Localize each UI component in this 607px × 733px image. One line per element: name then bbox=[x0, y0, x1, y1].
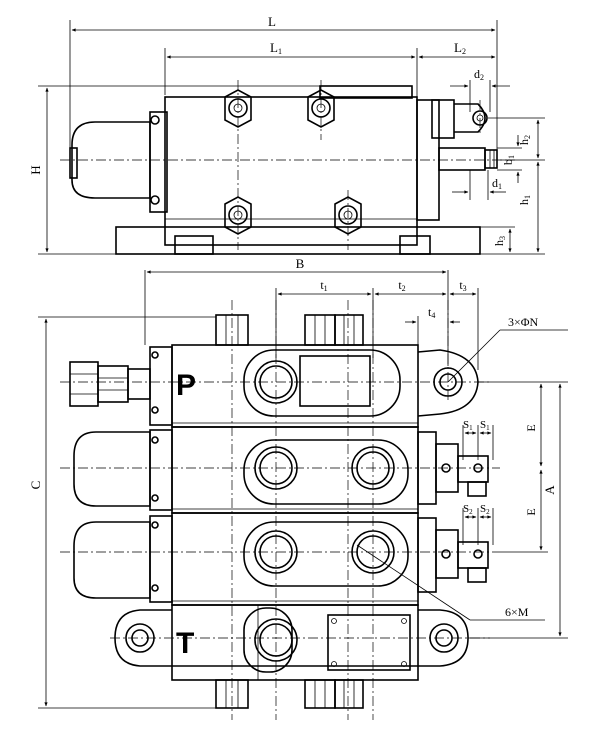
top-bolts bbox=[215, 314, 364, 346]
mount-flange bbox=[114, 609, 469, 667]
dim-B: B bbox=[296, 256, 305, 271]
cover-plate bbox=[327, 614, 411, 671]
p-inlet-fitting bbox=[69, 361, 151, 407]
dim-S1-right: S1 bbox=[480, 419, 490, 432]
dim-H: H bbox=[28, 165, 43, 174]
dim-d2: d2 bbox=[474, 67, 484, 82]
callout-mount-holes: 3×ΦN bbox=[508, 315, 539, 329]
dim-t1: t1 bbox=[320, 278, 327, 293]
dim-t2: t2 bbox=[398, 278, 405, 293]
dim-L2: L2 bbox=[454, 40, 466, 56]
side-end-cap bbox=[71, 121, 151, 199]
dim-t3: t3 bbox=[459, 278, 466, 293]
dim-L1: L1 bbox=[270, 40, 282, 56]
dim-b1: b1 bbox=[501, 155, 516, 165]
front-view: P T bbox=[60, 300, 500, 720]
dim-E-top: E bbox=[524, 424, 538, 431]
side-body bbox=[164, 96, 418, 246]
side-base-plate bbox=[115, 226, 481, 255]
dim-h2: h2 bbox=[517, 135, 532, 145]
port-label-p: P bbox=[176, 369, 196, 402]
dim-S2-right: S2 bbox=[480, 503, 490, 516]
dim-A: A bbox=[542, 485, 557, 495]
dome-cap-1 bbox=[73, 431, 151, 507]
dim-C: C bbox=[28, 481, 43, 490]
dim-S1-left: S1 bbox=[463, 419, 473, 432]
port-lug-2 bbox=[243, 521, 409, 587]
side-dimensions: L L1 L2 d2 h2 b1 d1 h1 bbox=[28, 14, 545, 255]
side-spool bbox=[438, 147, 486, 171]
dim-d1: d1 bbox=[492, 176, 502, 191]
dim-S2-left: S2 bbox=[463, 503, 473, 516]
port-lug-inlet bbox=[243, 349, 401, 417]
spool-clevis-2 bbox=[417, 517, 489, 593]
dim-E-bottom: E bbox=[524, 508, 538, 515]
side-view bbox=[60, 80, 515, 255]
port-label-t: T bbox=[176, 627, 194, 660]
bottom-bolts bbox=[215, 679, 364, 709]
dim-t4: t4 bbox=[428, 305, 435, 320]
dim-h1: h1 bbox=[517, 195, 532, 205]
dome-cap-2 bbox=[73, 521, 151, 599]
dim-L: L bbox=[268, 14, 276, 29]
callout-port-threads: 6×M bbox=[505, 605, 529, 619]
dim-h3: h3 bbox=[492, 236, 507, 246]
port-lug-1 bbox=[243, 439, 409, 505]
front-dimensions: B t1 t2 t3 t4 3×ΦN C A E E bbox=[28, 256, 568, 709]
section-outlet bbox=[171, 604, 419, 681]
